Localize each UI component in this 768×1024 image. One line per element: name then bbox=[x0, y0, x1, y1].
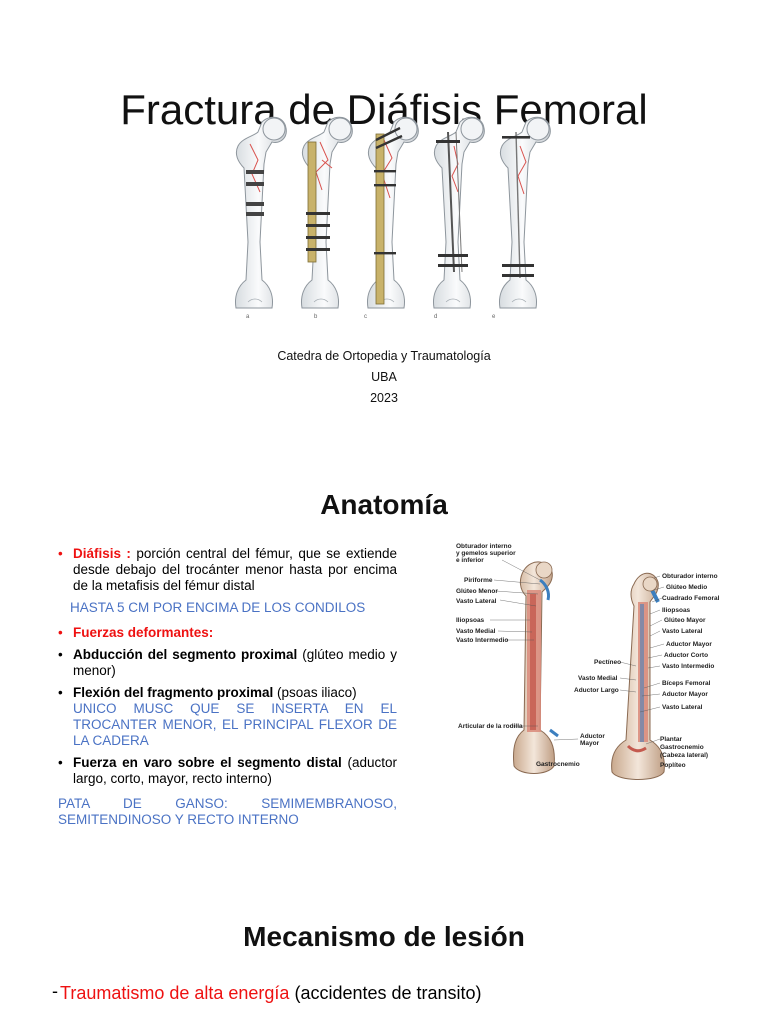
label-piriforme: Piriforme bbox=[464, 577, 493, 584]
label-r-vasto-intermedio: Vasto Intermedio bbox=[662, 663, 714, 670]
label-articular-rodilla: Articular de la rodilla bbox=[458, 723, 523, 730]
figure-label-c: c bbox=[364, 314, 367, 320]
figure-label-e: e bbox=[492, 314, 496, 320]
flexion-note: UNICO MUSC QUE SE INSERTA EN EL TROCANTE… bbox=[73, 701, 397, 748]
label-r-gluteo-medio: Glúteo Medio bbox=[666, 584, 707, 591]
subtitle-line: UBA bbox=[371, 370, 397, 384]
bullet-abduccion: Abducción del segmento proximal (glúteo … bbox=[58, 647, 397, 679]
label-r-obturador-interno: Obturador interno bbox=[662, 573, 718, 580]
figure-label-a: a bbox=[246, 314, 250, 320]
label-r-aductor-corto: Aductor Corto bbox=[664, 652, 708, 659]
flexion-bold: Flexión del fragmento proximal bbox=[73, 685, 274, 700]
label-r-plantar: Plantar bbox=[660, 736, 683, 743]
abduccion-text: (glúteo medio y menor) bbox=[73, 647, 397, 678]
femur-fixation-illustration: a b c d e bbox=[234, 116, 551, 320]
femur-anterior-graphic bbox=[513, 561, 559, 774]
label-gluteo-menor: Glúteo Menor bbox=[456, 588, 498, 595]
slide-anatomia: Anatomía Diáfisis : porción central del … bbox=[0, 432, 768, 864]
label-r-aductor-mayor: Aductor Mayor bbox=[666, 641, 712, 648]
left-leader-lines bbox=[490, 559, 579, 767]
label-r-biceps-femoral: Bíceps Femoral bbox=[662, 680, 711, 687]
label-r-gluteo-mayor: Glúteo Mayor bbox=[664, 617, 706, 624]
femur-posterior-graphic bbox=[611, 572, 665, 780]
subtitle-line: Catedra de Ortopedia y Traumatología bbox=[277, 349, 491, 363]
trauma-term: Traumatismo de alta energía bbox=[60, 983, 290, 1003]
femur-muscle-insertions-figure: Obturador interno y gemelos superior e i… bbox=[456, 543, 720, 780]
diafisis-text: porción central del fémur, que se extien… bbox=[73, 546, 397, 593]
pata-de-ganso-note: PATA DE GANSO: SEMIMEMBRANOSO, SEMITENDI… bbox=[58, 796, 397, 827]
list-dash: - bbox=[52, 981, 58, 1001]
label-mayor: Mayor bbox=[580, 740, 600, 747]
label-vasto-intermedio: Vasto Intermedio bbox=[456, 637, 508, 644]
label-vasto-lateral: Vasto Lateral bbox=[456, 598, 497, 605]
bullet-flexion: Flexión del fragmento proximal (psoas il… bbox=[58, 685, 397, 749]
diafisis-term: Diáfisis : bbox=[73, 546, 131, 561]
label-r-vasto-lateral-2: Vasto Lateral bbox=[662, 704, 703, 711]
label-pectineo: Pectíneo bbox=[594, 659, 621, 666]
presentation-title: Fractura de Diáfisis Femoral bbox=[120, 86, 648, 134]
label-aductor-largo: Aductor Largo bbox=[574, 687, 619, 694]
diafisis-note: HASTA 5 CM POR ENCIMA DE LOS CONDILOS bbox=[70, 600, 366, 615]
label-r-cuadrado-femoral: Cuadrado Femoral bbox=[662, 595, 720, 602]
femur-b-graphic bbox=[300, 116, 353, 309]
label-r-aductor-mayor-2: Aductor Mayor bbox=[662, 691, 708, 698]
femur-c-graphic bbox=[366, 116, 419, 309]
flexion-text: (psoas iliaco) bbox=[273, 685, 357, 700]
label-vasto-medial: Vasto Medial bbox=[456, 628, 496, 635]
right-leader-lines bbox=[619, 575, 665, 745]
trauma-text: (accidentes de transito) bbox=[289, 983, 482, 1003]
femur-e-graphic bbox=[498, 116, 551, 309]
fuerzas-heading: Fuerzas deformantes: bbox=[73, 625, 214, 640]
label-r-popliteo: Poplíteo bbox=[660, 762, 686, 769]
label-r-iliopsoas: Iliopsoas bbox=[662, 607, 691, 614]
label-gemelos: y gemelos superior bbox=[456, 550, 516, 557]
anatomia-heading: Anatomía bbox=[320, 489, 448, 521]
label-obturador-interno: Obturador interno bbox=[456, 543, 512, 550]
varo-bold: Fuerza en varo sobre el segmento distal bbox=[73, 755, 342, 770]
mecanismo-item: -Traumatismo de alta energía (accidentes… bbox=[52, 981, 534, 1004]
label-r-vasto-lateral: Vasto Lateral bbox=[662, 628, 703, 635]
bullet-fuerzas: Fuerzas deformantes: bbox=[58, 625, 397, 641]
label-vasto-medial-2: Vasto Medial bbox=[578, 675, 618, 682]
abduccion-bold: Abducción del segmento proximal bbox=[73, 647, 298, 662]
slide-mecanismo: Mecanismo de lesión -Traumatismo de alta… bbox=[0, 864, 768, 1024]
figure-label-b: b bbox=[314, 314, 318, 320]
label-aductor: Aductor bbox=[580, 733, 605, 740]
figure-label-d: d bbox=[434, 314, 437, 320]
label-r-gastrocnemio: Gastrocnemio bbox=[660, 744, 704, 751]
label-e-inferior: e inferior bbox=[456, 557, 484, 564]
femur-d-graphic bbox=[432, 116, 485, 309]
anatomia-text: Diáfisis : porción central del fémur, qu… bbox=[58, 546, 397, 834]
label-iliopsoas: Iliopsoas bbox=[456, 617, 485, 624]
subtitle-line: 2023 bbox=[370, 391, 398, 405]
subtitle-block: Catedra de Ortopedia y Traumatología UBA… bbox=[0, 346, 768, 409]
bullet-diafisis: Diáfisis : porción central del fémur, qu… bbox=[58, 546, 397, 594]
label-r-cabeza-lateral: (Cabeza lateral) bbox=[660, 752, 708, 759]
femur-a-graphic bbox=[234, 116, 287, 309]
label-gastrocnemio-left: Gastrocnemio bbox=[536, 761, 580, 768]
varo-text: (aductor largo, corto, mayor, recto inte… bbox=[73, 755, 397, 786]
bullet-varo: Fuerza en varo sobre el segmento distal … bbox=[58, 755, 397, 787]
mecanismo-heading: Mecanismo de lesión bbox=[243, 921, 525, 953]
slide-title: Fractura de Diáfisis Femoral bbox=[0, 0, 768, 432]
